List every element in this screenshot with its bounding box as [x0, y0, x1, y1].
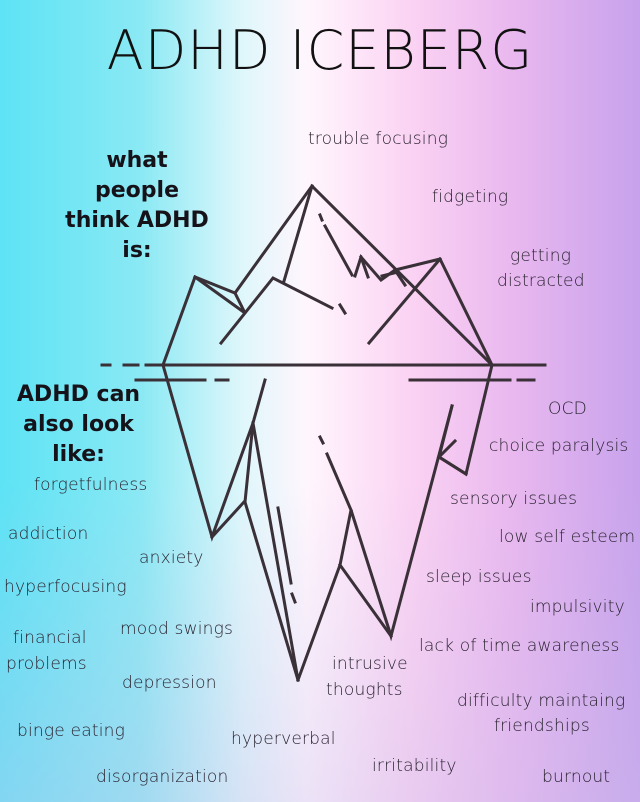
item-depression: depression	[122, 673, 217, 693]
item-burnout: burnout	[542, 767, 611, 787]
item-fidgeting: fidgeting	[432, 187, 509, 207]
item-sensory-issues: sensory issues	[450, 489, 578, 509]
item-getting: getting	[510, 246, 572, 266]
item-lack-of-time-awareness: lack of time awareness	[419, 636, 620, 656]
item-addiction: addiction	[8, 524, 89, 544]
item-distracted: distracted	[497, 271, 585, 291]
item-hyperverbal: hyperverbal	[231, 729, 336, 749]
item-thoughts: thoughts	[326, 680, 403, 700]
item-choice-paralysis: choice paralysis	[489, 436, 629, 456]
item-problems: problems	[6, 654, 87, 674]
item-binge-eating: binge eating	[17, 721, 125, 741]
above-water-heading: what people think ADHD is:	[62, 146, 212, 266]
below-heading-line2: also look like:	[23, 412, 134, 467]
above-heading-line1: what people	[95, 148, 179, 203]
above-heading-line2: think ADHD is:	[65, 208, 209, 263]
item-trouble-focusing: trouble focusing	[308, 129, 449, 149]
item-anxiety: anxiety	[139, 548, 204, 568]
below-heading-line1: ADHD can	[16, 382, 141, 407]
item-friendships: friendships	[494, 716, 590, 736]
item-financial: financial	[13, 628, 87, 648]
item-irritability: irritability	[372, 756, 457, 776]
item-low-self-esteem: low self esteem	[499, 527, 636, 547]
page-title: ADHD ICEBERG	[106, 19, 534, 82]
item-intrusive: intrusive	[332, 654, 408, 674]
item-disorganization: disorganization	[96, 767, 229, 787]
item-sleep-issues: sleep issues	[426, 567, 532, 587]
item-impulsivity: impulsivity	[530, 597, 625, 617]
item-hyperfocusing: hyperfocusing	[4, 577, 127, 597]
item-forgetfulness: forgetfulness	[34, 475, 148, 495]
below-water-heading: ADHD can also look like:	[0, 380, 161, 470]
item-mood-swings: mood swings	[120, 619, 234, 639]
item-ocd: OCD	[548, 399, 587, 419]
item-difficulty-maintaing: difficulty maintaing	[457, 691, 626, 711]
